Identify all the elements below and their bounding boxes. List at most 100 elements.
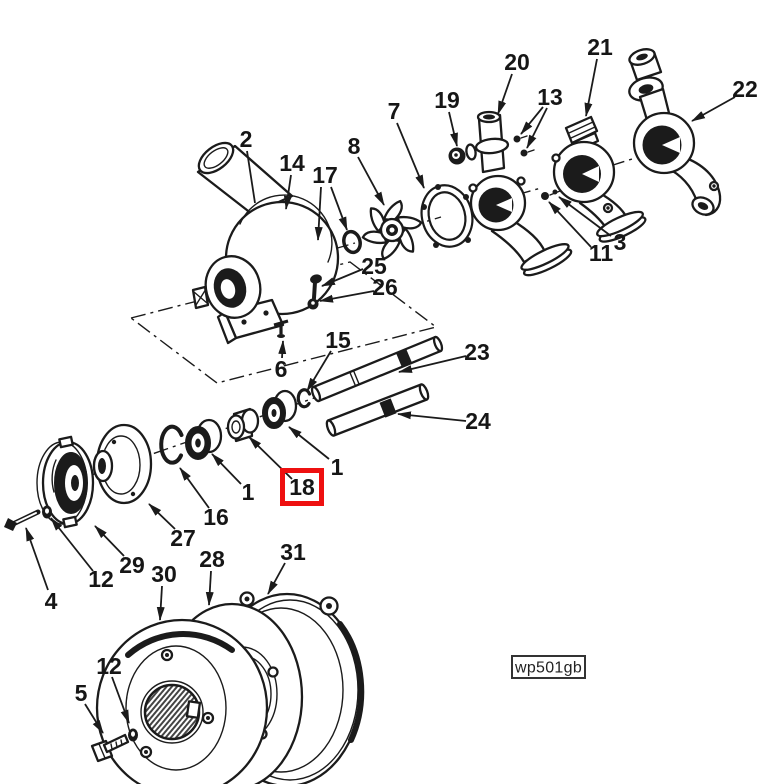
screws-11-3 bbox=[541, 189, 561, 200]
callout-13: 13 bbox=[520, 84, 563, 149]
callout-23: 23 bbox=[398, 339, 490, 373]
callout-number-22: 22 bbox=[732, 76, 758, 102]
callout-number-12: 12 bbox=[88, 566, 114, 592]
callout-6: 6 bbox=[275, 340, 288, 382]
callout-24: 24 bbox=[397, 408, 491, 434]
pulley-30 bbox=[95, 618, 269, 784]
callout-number-5: 5 bbox=[75, 680, 88, 706]
callout-1: 1 bbox=[288, 426, 344, 480]
shaft-24 bbox=[325, 383, 430, 437]
callout-number-29: 29 bbox=[119, 552, 145, 578]
callout-number-17: 17 bbox=[312, 162, 338, 188]
callout-number-31: 31 bbox=[280, 539, 306, 565]
leader-line-17 bbox=[314, 186, 323, 241]
callout-number-26: 26 bbox=[372, 274, 398, 300]
pump-elbow-assembly-22 bbox=[628, 48, 722, 217]
figure-code-border bbox=[511, 655, 586, 679]
leader-line-19 bbox=[448, 111, 458, 147]
callout-30: 30 bbox=[151, 561, 177, 621]
callout-number-11: 11 bbox=[589, 240, 614, 266]
callout-number-21: 21 bbox=[587, 34, 613, 60]
callout-18-highlighted[interactable]: 18 bbox=[248, 436, 324, 506]
callout-17: 17 bbox=[312, 162, 348, 241]
callout-number-12: 12 bbox=[96, 653, 122, 679]
callout-number-27: 27 bbox=[170, 525, 196, 551]
bearing-1-left bbox=[185, 418, 223, 460]
screws-13 bbox=[513, 135, 535, 157]
pump-body-20 bbox=[468, 110, 573, 277]
stud-6 bbox=[273, 319, 289, 338]
callout-number-4: 4 bbox=[45, 588, 58, 614]
flange-27 bbox=[92, 423, 153, 505]
leader-line-11 bbox=[548, 201, 592, 248]
leader-line-29 bbox=[94, 525, 125, 557]
leader-line-26 bbox=[319, 290, 375, 303]
callout-19: 19 bbox=[434, 87, 460, 147]
callout-12: 12 bbox=[50, 517, 114, 592]
leader-line-5 bbox=[84, 703, 104, 734]
leader-line-27 bbox=[148, 503, 176, 530]
callout-16: 16 bbox=[179, 467, 229, 530]
callout-number-7: 7 bbox=[388, 98, 401, 124]
pump-housing-2 bbox=[191, 141, 340, 345]
callout-20: 20 bbox=[497, 49, 530, 115]
leader-line-15 bbox=[306, 350, 332, 392]
leader-line-6 bbox=[278, 340, 287, 359]
leader-line-17 bbox=[330, 186, 348, 231]
leader-line-25 bbox=[321, 268, 364, 287]
bearing-1-right bbox=[262, 389, 298, 429]
callout-number-18: 18 bbox=[289, 474, 315, 500]
callout-number-2: 2 bbox=[240, 126, 253, 152]
callout-12: 12 bbox=[96, 653, 130, 724]
callout-number-28: 28 bbox=[199, 546, 225, 572]
spacer-18 bbox=[226, 407, 260, 443]
leader-line-12 bbox=[50, 517, 94, 572]
leader-line-1 bbox=[288, 426, 330, 460]
leader-line-14 bbox=[283, 174, 292, 210]
callout-21: 21 bbox=[584, 34, 613, 117]
callout-number-1: 1 bbox=[242, 479, 255, 505]
leader-line-28 bbox=[205, 570, 214, 606]
bolt-25 bbox=[310, 274, 322, 300]
nut-26 bbox=[307, 298, 319, 310]
leader-line-8 bbox=[357, 156, 385, 206]
leader-line-21 bbox=[584, 58, 598, 117]
callout-number-15: 15 bbox=[325, 327, 351, 353]
callout-8: 8 bbox=[348, 133, 385, 206]
callout-number-13: 13 bbox=[537, 84, 563, 110]
callout-number-6: 6 bbox=[275, 356, 288, 382]
callout-25: 25 bbox=[321, 253, 387, 287]
leader-line-24 bbox=[397, 411, 467, 422]
callout-5: 5 bbox=[75, 680, 104, 734]
callout-number-25: 25 bbox=[361, 253, 387, 279]
snap-ring-16 bbox=[159, 424, 184, 465]
callout-11: 11 bbox=[548, 201, 614, 266]
callout-7: 7 bbox=[388, 98, 425, 189]
callout-3: 3 bbox=[558, 196, 626, 255]
callout-number-16: 16 bbox=[203, 504, 229, 530]
callout-27: 27 bbox=[148, 503, 196, 551]
callout-28: 28 bbox=[199, 546, 225, 606]
callout-14: 14 bbox=[279, 150, 305, 210]
callout-1: 1 bbox=[211, 453, 255, 505]
pin-4 bbox=[4, 509, 41, 531]
washer-12-upper bbox=[42, 505, 52, 519]
washer-12-lower bbox=[128, 728, 138, 742]
callout-number-19: 19 bbox=[434, 87, 460, 113]
callout-26: 26 bbox=[319, 274, 398, 303]
leader-line-4 bbox=[25, 527, 49, 591]
leader-line-2 bbox=[246, 150, 256, 204]
callout-2: 2 bbox=[240, 126, 256, 204]
callout-number-1: 1 bbox=[331, 454, 344, 480]
seal-washer-17 bbox=[342, 229, 362, 255]
leader-line-31 bbox=[267, 562, 286, 595]
leader-line-22 bbox=[691, 96, 736, 122]
snap-ring-15 bbox=[296, 388, 312, 409]
callout-4: 4 bbox=[25, 527, 58, 614]
highlight-box[interactable] bbox=[280, 468, 324, 506]
callout-number-20: 20 bbox=[504, 49, 530, 75]
leader-line-20 bbox=[497, 73, 513, 115]
callout-number-14: 14 bbox=[279, 150, 305, 176]
